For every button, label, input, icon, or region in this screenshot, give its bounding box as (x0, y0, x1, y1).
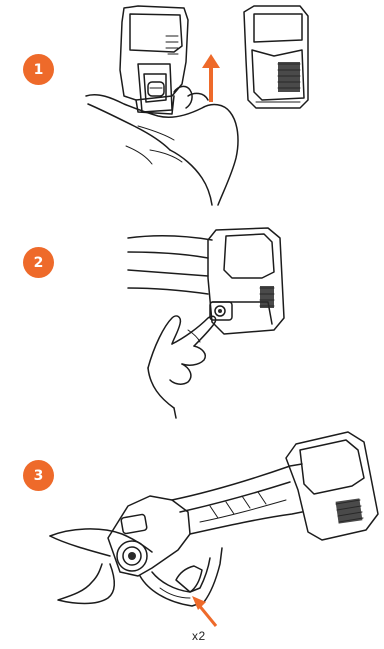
release-button (210, 302, 232, 320)
tool-handle-end (120, 6, 188, 114)
step-1-battery-removal-illustration (78, 0, 384, 205)
step-1-badge: 1 (23, 54, 54, 85)
arrow-up-right-icon (192, 596, 216, 626)
pruning-shears-body (50, 432, 378, 606)
removed-battery-pack (244, 6, 308, 108)
battery-pack-sliding (138, 64, 172, 112)
hand-holding-battery (86, 86, 238, 205)
finger-pressing-button (148, 316, 216, 418)
arrow-up-icon (202, 54, 220, 102)
callout-quantity-label: x2 (192, 629, 232, 643)
step-2-badge: 2 (23, 247, 54, 278)
step-3-pruning-shears-illustration (40, 430, 384, 630)
step-2-press-button-illustration (128, 218, 300, 418)
tool-handle-with-battery (128, 228, 284, 334)
